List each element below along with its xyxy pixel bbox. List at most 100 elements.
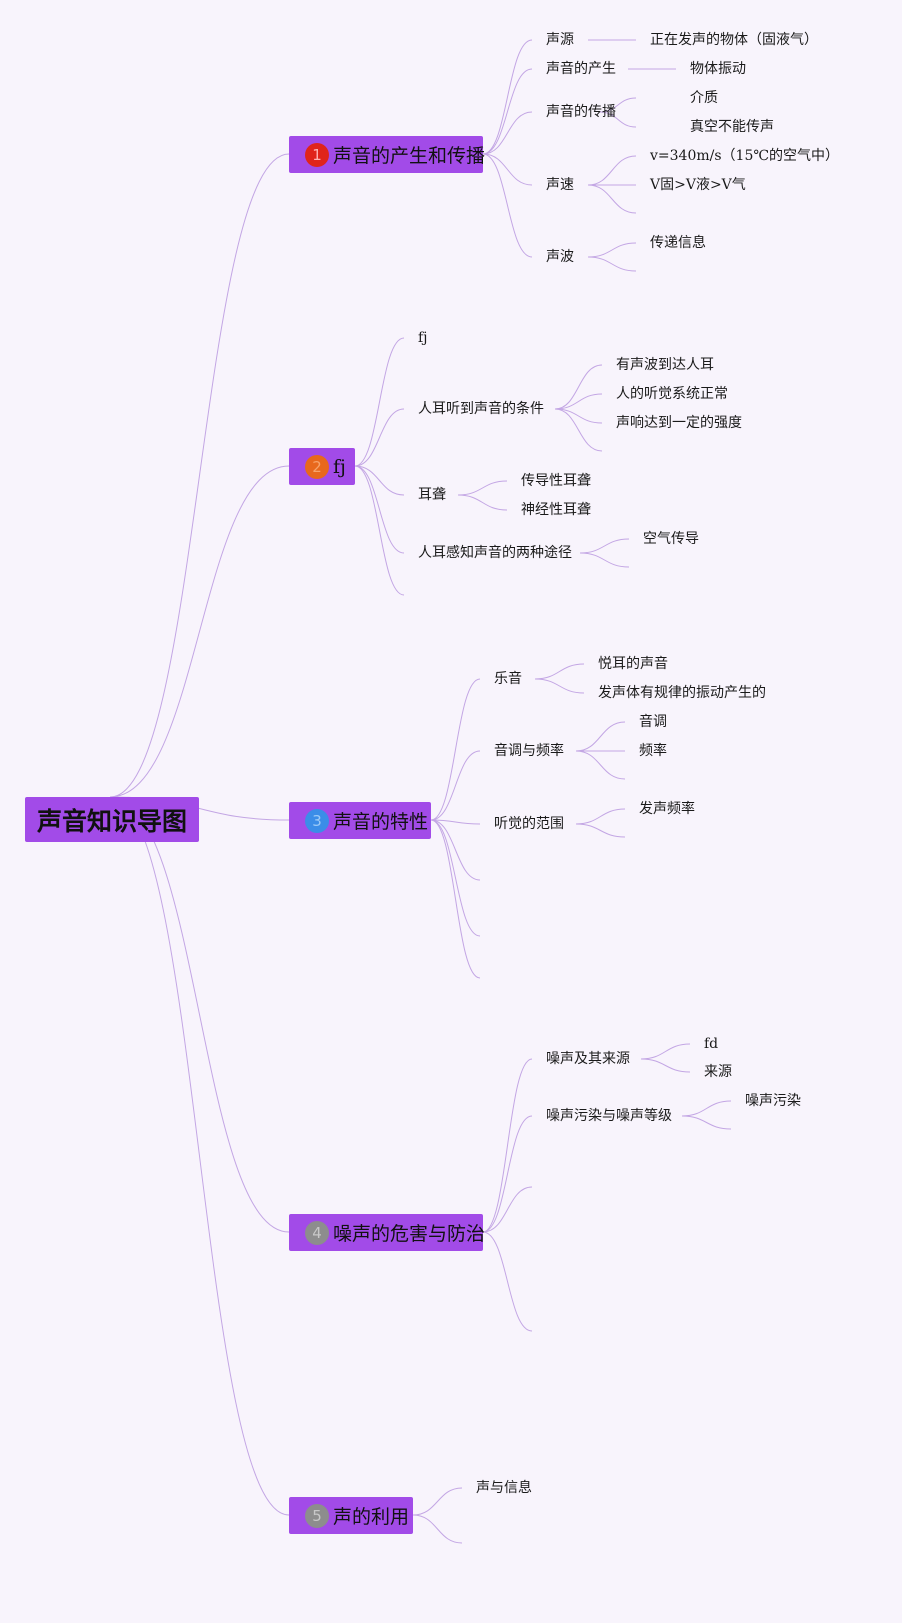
subtopic-node[interactable]: 悦耳的声音 bbox=[598, 656, 668, 672]
connector-line bbox=[640, 1058, 691, 1073]
topic-node[interactable]: 声与信息 bbox=[476, 1480, 532, 1496]
branch-node-1[interactable]: 1 声音的产生和传播 bbox=[289, 136, 486, 173]
connector-line bbox=[482, 153, 533, 258]
connector-line bbox=[554, 408, 603, 424]
topic-node[interactable]: 音调与频率 bbox=[494, 743, 564, 759]
connector-line bbox=[457, 480, 508, 496]
branch-node-4[interactable]: 4 噪声的危害与防治 bbox=[289, 1214, 486, 1251]
connector-line bbox=[587, 155, 637, 186]
topic-node[interactable]: 耳聋 bbox=[418, 487, 446, 503]
subtopic-node[interactable]: 发声频率 bbox=[639, 801, 695, 817]
topic-node[interactable]: 声源 bbox=[546, 32, 574, 48]
connector-line bbox=[482, 68, 533, 155]
topic-node[interactable]: 乐音 bbox=[494, 671, 522, 687]
subtopic-node[interactable]: 空气传导 bbox=[643, 531, 699, 547]
subtopic-node[interactable]: 噪声污染 bbox=[745, 1093, 801, 1109]
subtopic-node[interactable]: 传导性耳聋 bbox=[521, 473, 591, 489]
branch-node-5[interactable]: 5 声的利用 bbox=[289, 1497, 413, 1534]
connector-line bbox=[587, 184, 637, 214]
topic-node[interactable]: fj bbox=[418, 330, 428, 346]
connector-line bbox=[587, 256, 637, 272]
connector-line bbox=[575, 721, 626, 752]
number-1-badge-icon: 1 bbox=[305, 142, 329, 167]
connector-line bbox=[482, 153, 533, 186]
branch-label: fj bbox=[333, 455, 346, 478]
connector-line bbox=[430, 819, 481, 881]
connector-line bbox=[354, 337, 405, 467]
connector-line bbox=[534, 663, 585, 680]
connector-line bbox=[354, 408, 405, 467]
number-3-badge-icon: 3 bbox=[305, 808, 329, 833]
connector-line bbox=[109, 465, 290, 798]
connector-line bbox=[457, 494, 508, 511]
connector-line bbox=[430, 819, 481, 979]
connector-line bbox=[412, 1487, 463, 1516]
connector-line bbox=[430, 750, 481, 821]
connector-line bbox=[579, 552, 630, 568]
connector-line bbox=[599, 97, 637, 113]
connector-line bbox=[430, 678, 481, 821]
subtopic-node[interactable]: 频率 bbox=[639, 743, 667, 759]
connector-line bbox=[430, 819, 481, 937]
number-2-badge-icon: 2 bbox=[305, 454, 329, 479]
connector-line bbox=[681, 1100, 732, 1117]
connector-line bbox=[482, 39, 533, 155]
connector-line bbox=[482, 1231, 533, 1332]
subtopic-node[interactable]: 传递信息 bbox=[650, 235, 706, 251]
subtopic-node[interactable]: 真空不能传声 bbox=[690, 119, 774, 135]
topic-node[interactable]: 听觉的范围 bbox=[494, 816, 564, 832]
connector-line bbox=[554, 364, 603, 410]
subtopic-node[interactable]: V固>V液>V气 bbox=[650, 177, 746, 193]
connector-line bbox=[109, 153, 290, 798]
connector-line bbox=[599, 111, 637, 128]
number-5-badge-icon: 5 bbox=[305, 1503, 329, 1528]
connector-line bbox=[575, 808, 626, 825]
branch-node-2[interactable]: 2 fj bbox=[289, 448, 355, 485]
topic-node[interactable]: 人耳感知声音的两种途径 bbox=[418, 545, 572, 561]
subtopic-node[interactable]: 来源 bbox=[704, 1064, 732, 1080]
connector-line bbox=[575, 823, 626, 838]
branch-node-3[interactable]: 3 声音的特性 bbox=[289, 802, 431, 839]
connector-line bbox=[430, 819, 481, 825]
subtopic-node[interactable]: 发声体有规律的振动产生的 bbox=[598, 685, 766, 701]
subtopic-node[interactable]: v=340m/s（15℃的空气中） bbox=[650, 148, 840, 164]
connector-line bbox=[482, 1186, 533, 1233]
connector-line bbox=[354, 465, 405, 596]
branch-label: 声的利用 bbox=[333, 1506, 410, 1528]
connector-line bbox=[354, 465, 405, 554]
subtopic-node[interactable]: 介质 bbox=[690, 90, 718, 106]
subtopic-node[interactable]: fd bbox=[704, 1036, 719, 1052]
connector-line bbox=[554, 408, 603, 452]
number-4-badge-icon: 4 bbox=[305, 1220, 329, 1245]
branch-label: 声音的产生和传播 bbox=[333, 145, 486, 167]
branch-label: 噪声的危害与防治 bbox=[333, 1223, 486, 1245]
branch-label: 声音的特性 bbox=[333, 811, 429, 833]
subtopic-node[interactable]: 神经性耳聋 bbox=[521, 502, 591, 518]
topic-node[interactable]: 声音的产生 bbox=[546, 61, 616, 77]
topic-node[interactable]: 声波 bbox=[546, 249, 574, 265]
topic-node[interactable]: 声音的传播 bbox=[546, 104, 616, 120]
connector-line bbox=[412, 1514, 463, 1544]
topic-node[interactable]: 人耳听到声音的条件 bbox=[418, 401, 544, 417]
connector-line bbox=[482, 1058, 533, 1233]
subtopic-node[interactable]: 音调 bbox=[639, 714, 667, 730]
topic-node[interactable]: 声速 bbox=[546, 177, 574, 193]
root-node[interactable]: 声音知识导图 bbox=[25, 797, 199, 842]
connector-line bbox=[587, 242, 637, 258]
connector-line bbox=[579, 538, 630, 554]
connector-line bbox=[109, 796, 290, 1233]
subtopic-node[interactable]: 正在发声的物体（固液气） bbox=[650, 32, 818, 48]
connector-line bbox=[554, 393, 603, 410]
connector-line bbox=[681, 1115, 732, 1130]
subtopic-node[interactable]: 有声波到达人耳 bbox=[616, 357, 714, 373]
connector-line bbox=[482, 1115, 533, 1233]
connector-line bbox=[354, 465, 405, 496]
subtopic-node[interactable]: 物体振动 bbox=[690, 61, 746, 77]
connector-line bbox=[109, 796, 290, 1516]
topic-node[interactable]: 噪声及其来源 bbox=[546, 1051, 630, 1067]
subtopic-node[interactable]: 人的听觉系统正常 bbox=[616, 386, 728, 402]
subtopic-node[interactable]: 声响达到一定的强度 bbox=[616, 415, 742, 431]
topic-node[interactable]: 噪声污染与噪声等级 bbox=[546, 1108, 672, 1124]
